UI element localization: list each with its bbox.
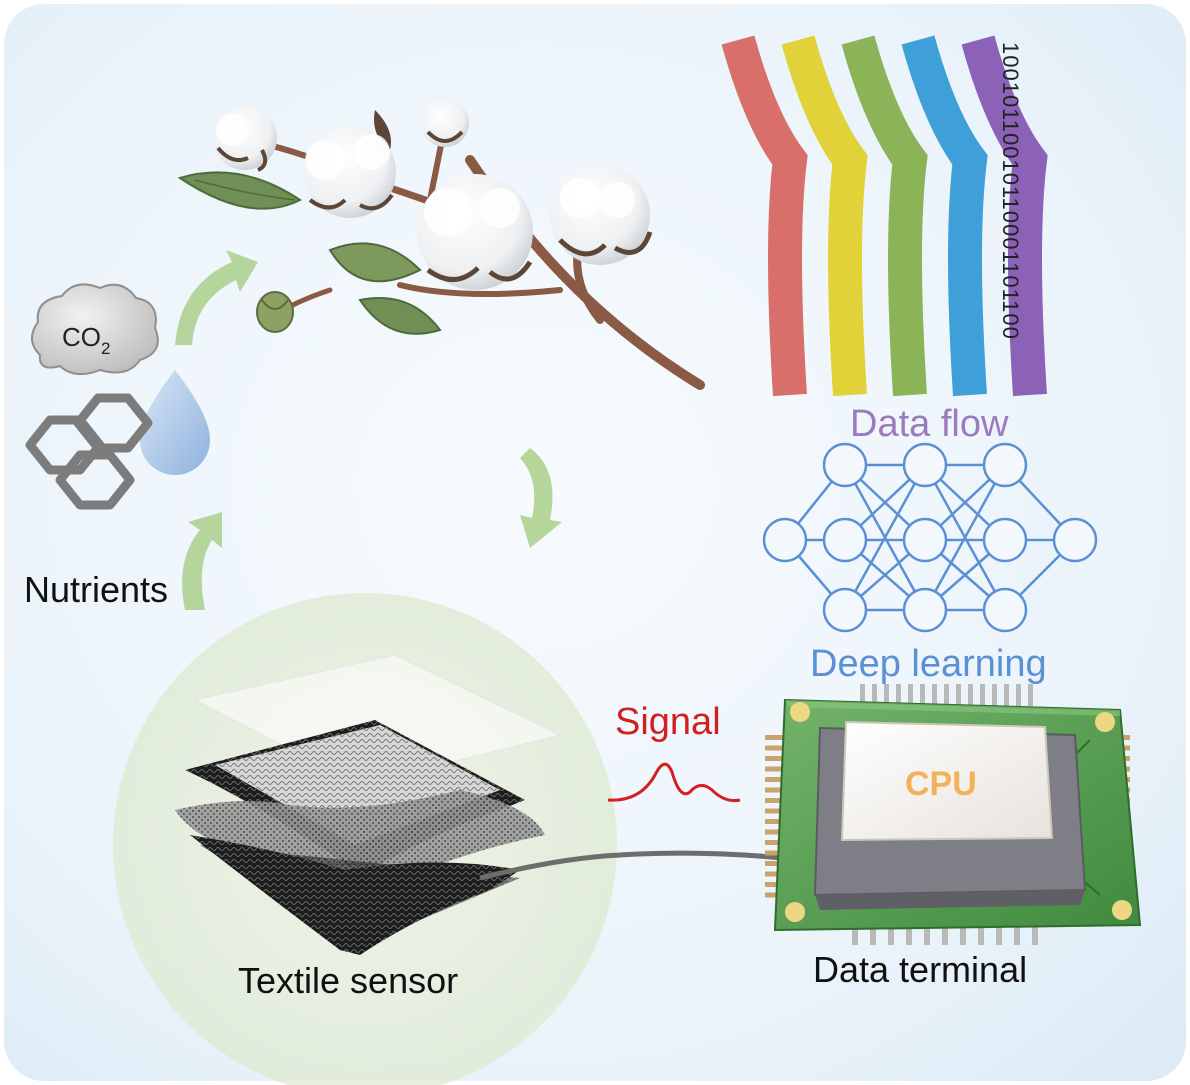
nn-node — [822, 442, 868, 488]
cpu-pin — [884, 684, 889, 706]
sensor-cable — [479, 850, 783, 881]
nn-node — [1052, 517, 1098, 563]
ribbon-red — [721, 35, 808, 397]
cycle-arrows — [175, 250, 562, 610]
cpu-pin — [765, 840, 789, 845]
arrow-up-right-icon — [175, 250, 258, 345]
cpu-pin — [968, 684, 973, 706]
cpu-pin — [765, 829, 789, 835]
nn-node — [982, 587, 1028, 633]
cpu-pin — [765, 745, 789, 751]
nn-node — [822, 517, 868, 563]
textile-sensor-label: Textile sensor — [238, 960, 458, 1001]
textile-layers-icon — [175, 654, 562, 955]
cpu-pin — [920, 684, 925, 706]
cpu-label: CPU — [905, 765, 977, 803]
cpu-pin — [765, 819, 789, 824]
cpu-pin — [860, 684, 865, 706]
signal-wave-icon — [607, 762, 741, 802]
binary-stream-text: 10010110010110001101100 — [998, 42, 1023, 340]
data-terminal-label: Data terminal — [813, 949, 1027, 990]
data-ribbons — [721, 35, 1048, 397]
cpu-chip-icon — [765, 684, 1142, 945]
nn-node — [902, 442, 948, 488]
co2-label: CO2 — [62, 322, 110, 358]
ribbon-yellow — [781, 35, 868, 397]
arrow-down-icon — [520, 448, 562, 548]
cpu-pin — [944, 684, 949, 706]
cloud-icon — [31, 283, 159, 376]
cpu-pin — [896, 684, 901, 706]
cpu-pin — [1028, 684, 1033, 706]
cpu-pin — [908, 684, 913, 706]
cpu-pin — [765, 850, 789, 856]
nn-node — [902, 517, 948, 563]
cpu-pin — [872, 684, 877, 706]
cpu-pin — [1016, 684, 1021, 706]
nn-node — [902, 587, 948, 633]
nutrients-label: Nutrients — [24, 569, 168, 610]
cpu-pin — [932, 684, 937, 706]
ribbon-purple — [961, 35, 1048, 397]
nn-node — [982, 517, 1028, 563]
droplet-icon — [140, 370, 210, 475]
cpu-pin — [980, 684, 985, 706]
neural-network-icon — [762, 442, 1098, 633]
arrow-up-icon — [182, 512, 222, 610]
cpu-pin — [1004, 684, 1009, 706]
cpu-pin — [765, 777, 789, 782]
cpu-pin — [956, 684, 961, 706]
cpu-pin — [765, 798, 789, 803]
ribbon-green — [841, 35, 928, 397]
ribbon-blue — [901, 35, 988, 397]
hexagon-cluster-icon — [25, 393, 153, 510]
data-flow-label: Data flow — [850, 403, 1009, 445]
cpu-pin — [765, 787, 789, 793]
cotton-branch-icon — [177, 99, 705, 390]
nn-node — [762, 517, 808, 563]
nn-connection — [843, 464, 927, 611]
cpu-pin — [765, 756, 789, 761]
deep-learning-label: Deep learning — [810, 643, 1047, 685]
nn-node — [982, 442, 1028, 488]
nn-node — [822, 587, 868, 633]
cpu-pin — [765, 766, 789, 772]
cpu-pin — [765, 808, 789, 814]
nn-connection — [923, 464, 1007, 611]
cpu-pin — [992, 684, 997, 706]
cpu-pin — [765, 735, 789, 740]
signal-label: Signal — [615, 701, 721, 743]
